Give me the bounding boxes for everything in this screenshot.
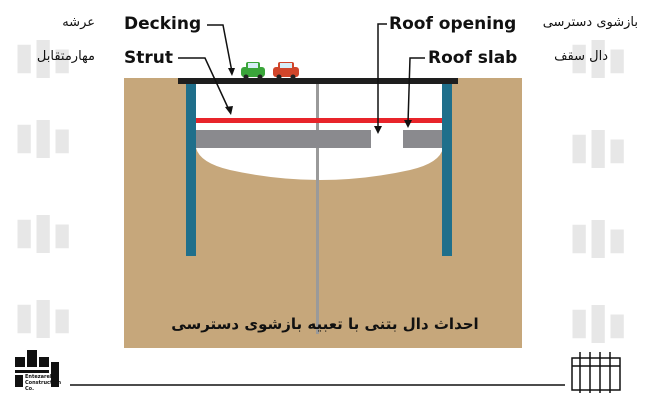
company-logo-icon xyxy=(15,350,59,387)
roof-slab-leader xyxy=(407,57,425,124)
strut-beam xyxy=(196,118,442,123)
roof-slab-label: Roof slab xyxy=(428,48,518,68)
logo-text-line2: Construction xyxy=(25,380,62,386)
roof-opening-leader xyxy=(377,23,387,129)
roof-opening-fa-label: بازشوی دسترسی xyxy=(542,15,638,30)
decking-beam xyxy=(178,78,458,84)
roof-slab-left xyxy=(196,130,371,148)
decking-fa-label: عرشه xyxy=(62,15,95,30)
roof-slab-fa-label: دال سقف xyxy=(554,49,608,64)
left-pile xyxy=(186,78,196,256)
roof-opening-label: Roof opening xyxy=(389,14,517,34)
watermark-logo xyxy=(570,130,632,168)
excavation-cavity xyxy=(196,148,443,180)
watermark-logo xyxy=(570,40,632,78)
watermark-logo xyxy=(15,120,77,158)
right-pile xyxy=(442,78,452,256)
watermark-logo xyxy=(15,215,77,253)
building-icon xyxy=(571,352,621,393)
strut-fa-label: مهارمتقابل xyxy=(36,49,95,64)
watermark-logo xyxy=(15,300,77,338)
red-car-icon xyxy=(273,62,299,80)
decking-label: Decking xyxy=(124,14,202,34)
logo-text-line1: Entezareh xyxy=(25,374,54,380)
strut-label: Strut xyxy=(124,48,173,68)
strut-leader xyxy=(178,57,230,111)
center-post xyxy=(316,84,319,334)
watermark-logo xyxy=(570,220,632,258)
decking-leader xyxy=(207,24,233,73)
watermark-logo xyxy=(15,40,77,78)
diagram-caption: احداث دال بتنی با تعبیه بازشوی دسترسی xyxy=(171,315,479,333)
green-car-icon xyxy=(241,62,265,80)
watermark-logo xyxy=(570,305,632,343)
roof-slab-right xyxy=(403,130,442,148)
logo-text-line3: Co. xyxy=(25,386,35,392)
